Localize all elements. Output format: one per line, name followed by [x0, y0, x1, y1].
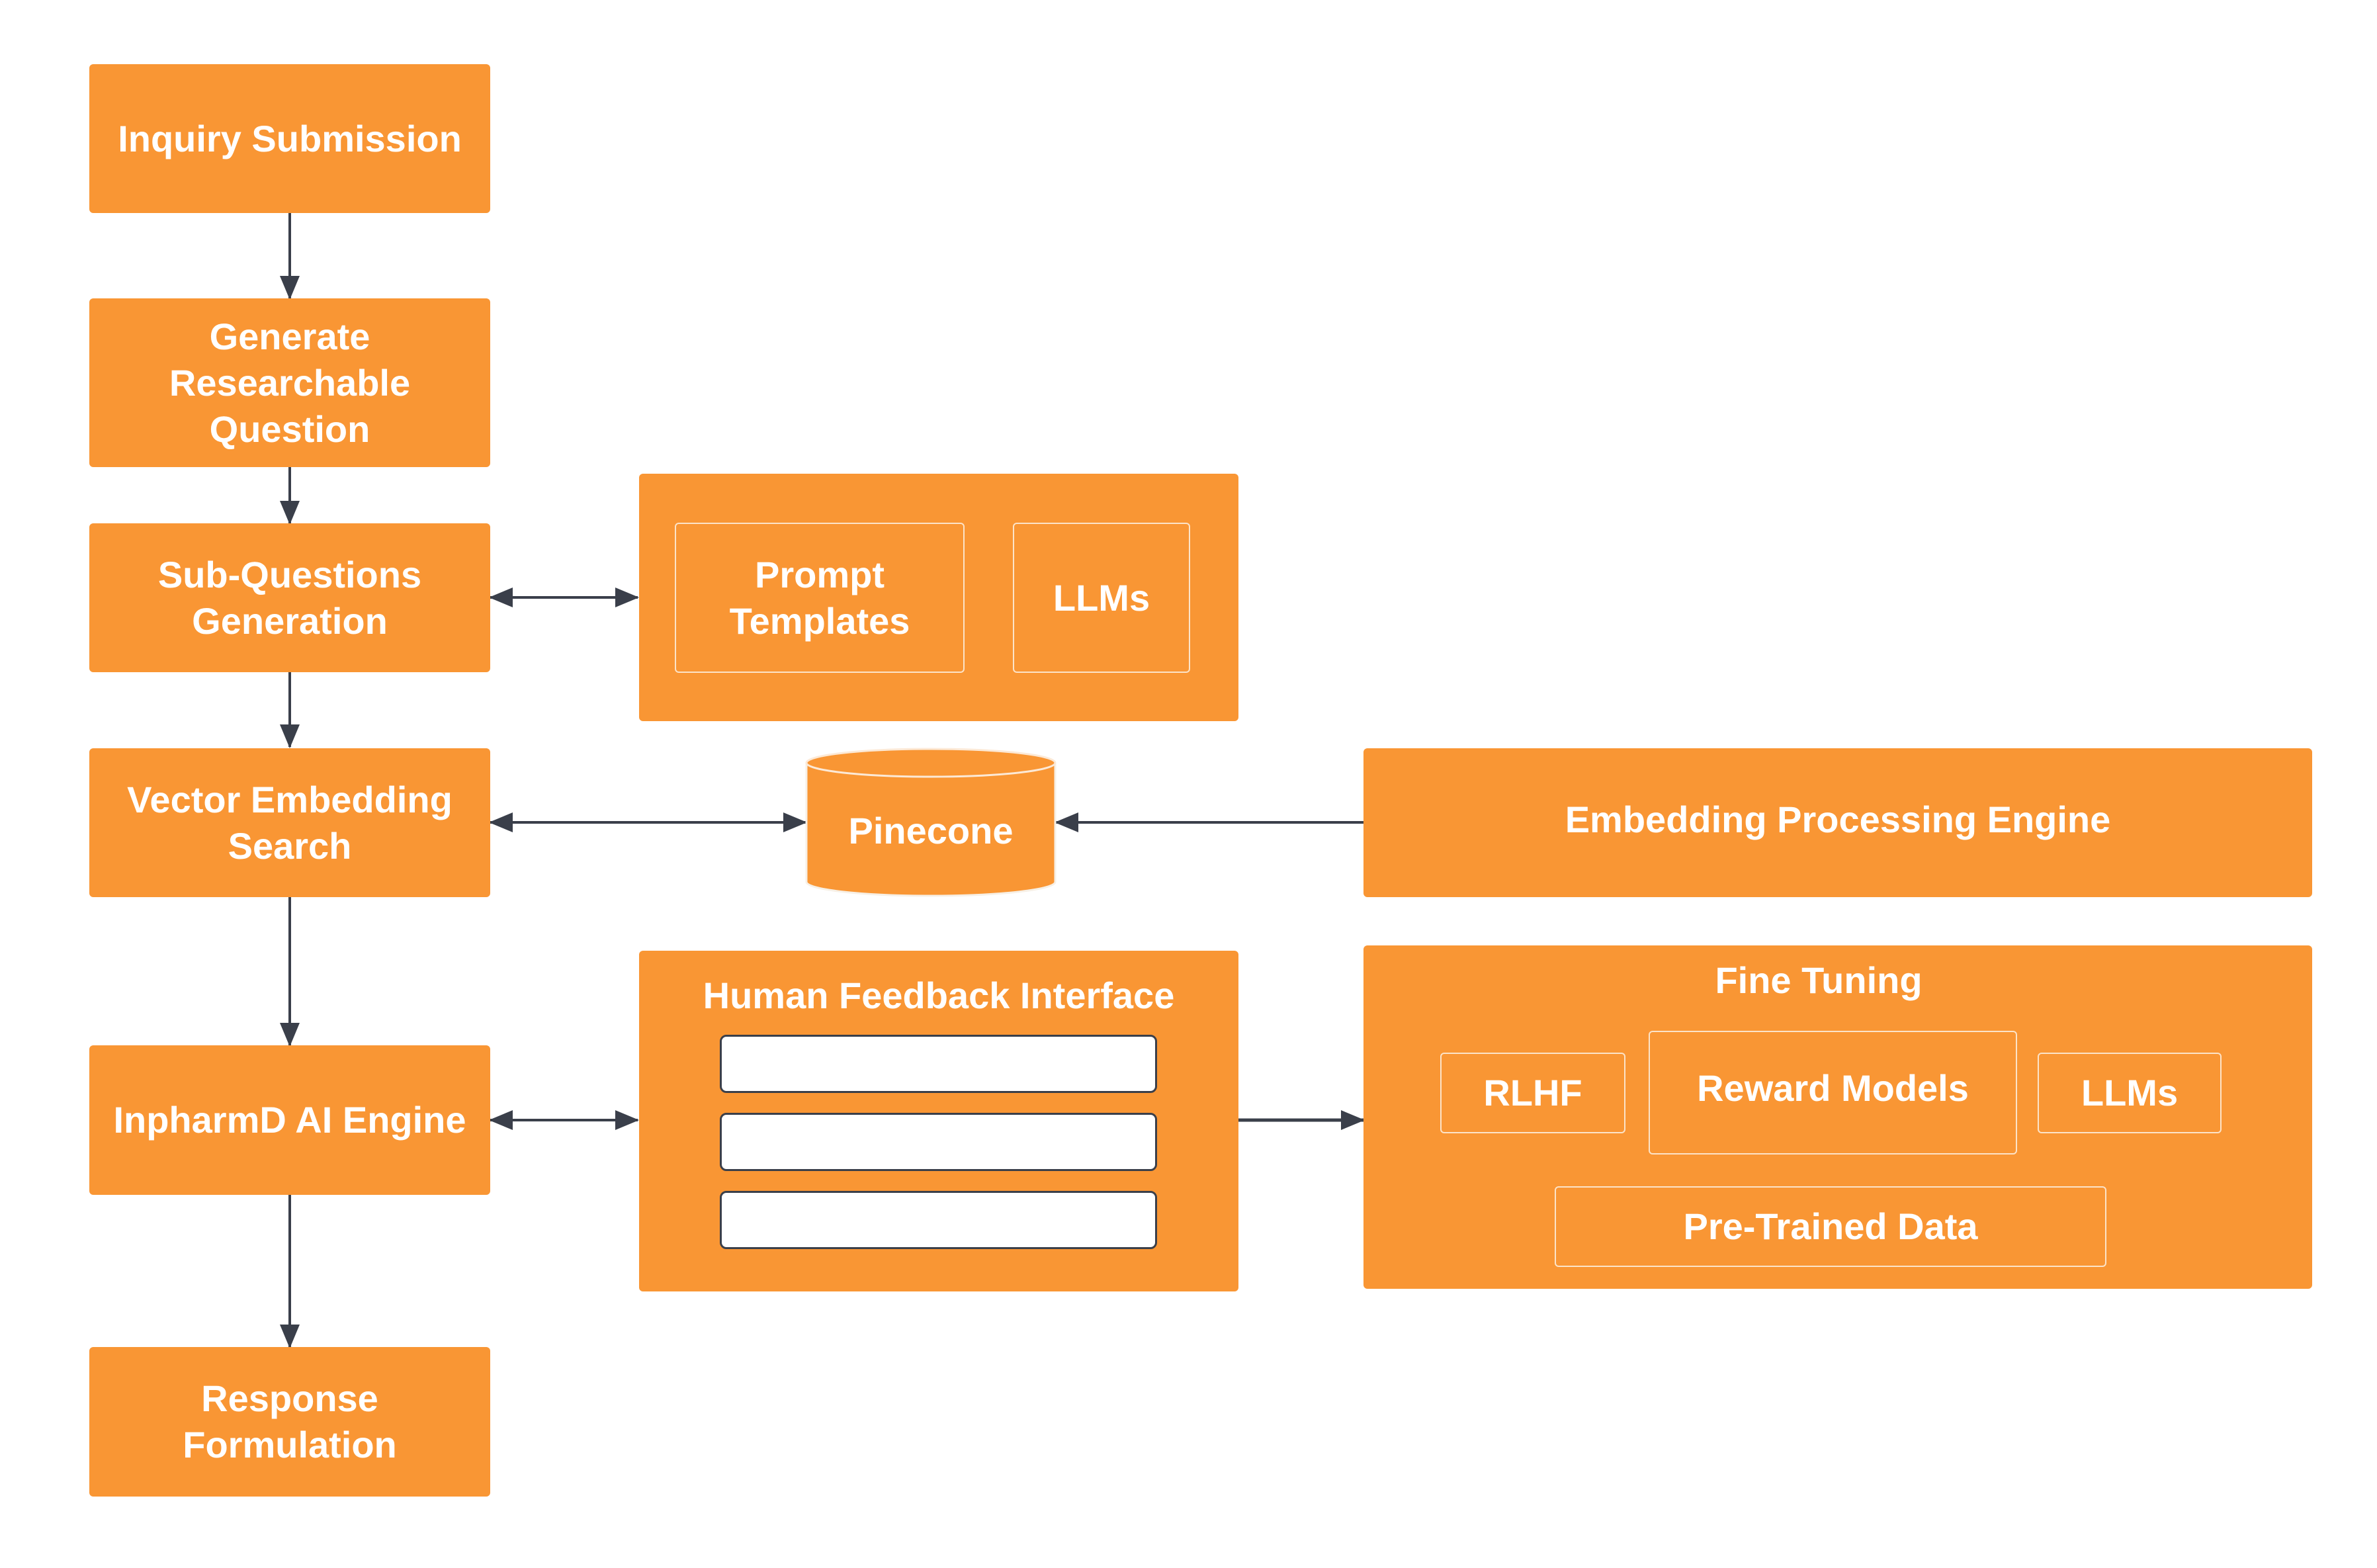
pinecone-database-icon	[805, 748, 1057, 897]
feedback-field-1[interactable]	[720, 1035, 1157, 1093]
sub-questions-box: Sub-Questions Generation	[89, 523, 490, 672]
feedback-field-3[interactable]	[720, 1191, 1157, 1249]
fine-tuning-group	[1363, 945, 2312, 1289]
prompt-group	[639, 474, 1238, 721]
inquiry-submission-box: Inquiry Submission	[89, 64, 490, 213]
ai-engine-box: InpharmD AI Engine	[89, 1045, 490, 1195]
feedback-field-2[interactable]	[720, 1113, 1157, 1171]
llms-box: LLMs	[1013, 523, 1190, 673]
fine-tuning-title: Fine Tuning	[1715, 959, 1923, 1001]
generate-question-box: Generate Researchable Question	[89, 298, 490, 467]
human-feedback-title: Human Feedback Interface	[703, 975, 1175, 1016]
vector-search-box: Vector Embedding Search	[89, 748, 490, 897]
fine-tuning-llms-box: LLMs	[2038, 1053, 2222, 1133]
response-formulation-box: Response Formulation	[89, 1347, 490, 1497]
reward-models-box: Reward Models	[1649, 1031, 2017, 1154]
pre-trained-data-box: Pre-Trained Data	[1555, 1186, 2106, 1267]
embedding-processing-engine-box: Embedding Processing Engine	[1363, 748, 2312, 897]
rlhf-box: RLHF	[1440, 1053, 1625, 1133]
prompt-templates-box: Prompt Templates	[675, 523, 965, 673]
pinecone-label: Pinecone	[848, 809, 1014, 851]
